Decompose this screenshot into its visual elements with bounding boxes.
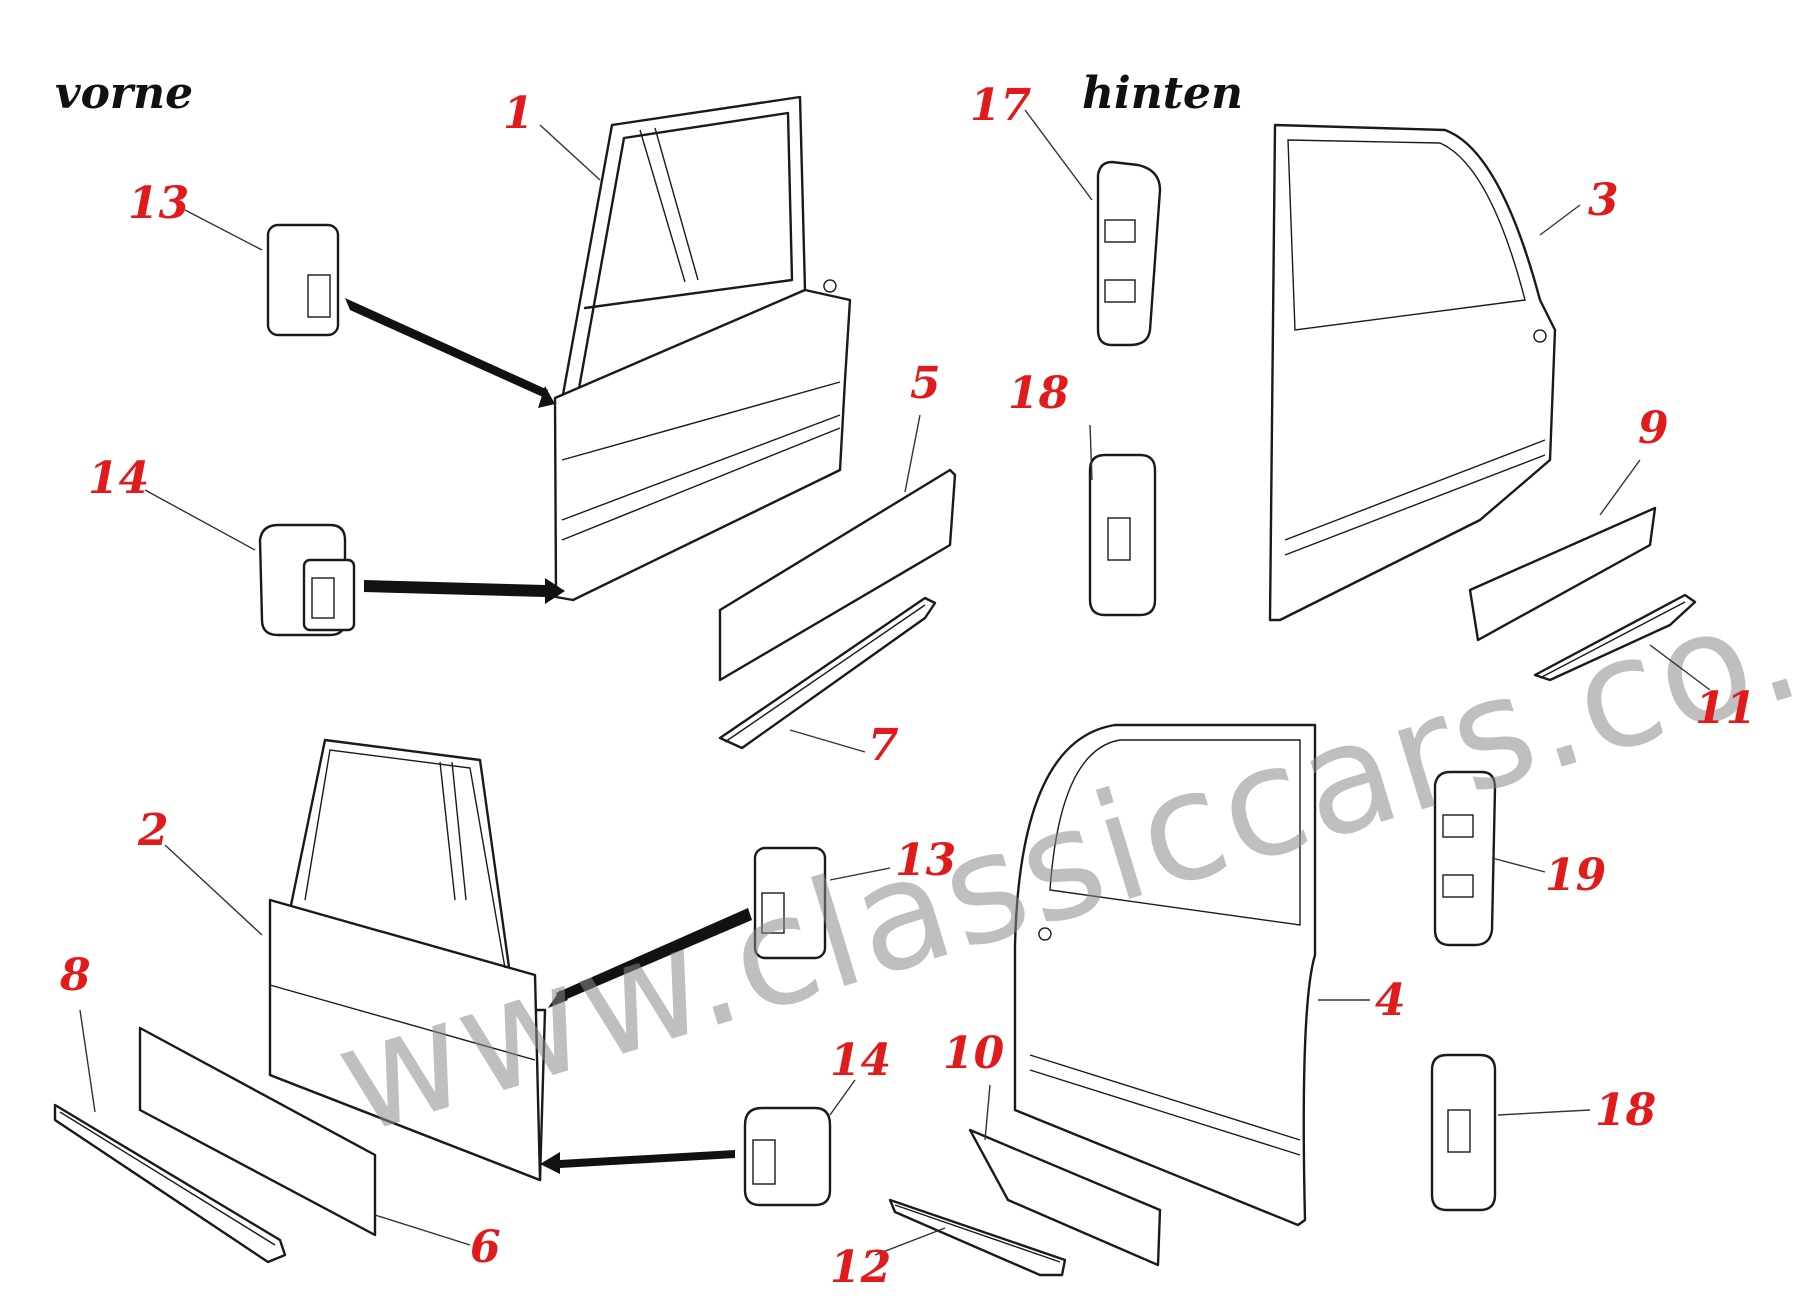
rear-upper-hinge-19 bbox=[1433, 770, 1497, 947]
rear-section-title: hinten bbox=[1082, 68, 1243, 119]
left-sill-strip bbox=[53, 1103, 287, 1264]
callout-12: 12 bbox=[830, 1242, 891, 1293]
callout-14-front-lower: 14 bbox=[830, 1035, 891, 1086]
callout-14-front-upper: 14 bbox=[88, 453, 149, 504]
front-left-door-shell bbox=[553, 95, 852, 602]
front-section-title: vorne bbox=[55, 68, 193, 119]
front-sill-strip bbox=[718, 596, 937, 750]
rear-left-door-shell bbox=[1268, 123, 1557, 622]
callout-13-front-upper: 13 bbox=[128, 178, 189, 229]
callout-19: 19 bbox=[1545, 850, 1606, 901]
callout-9: 9 bbox=[1638, 403, 1669, 454]
rear-door-trim-panel-right-lower bbox=[968, 1128, 1162, 1267]
callout-3: 3 bbox=[1588, 175, 1619, 226]
rear-door-trim-panel-right-upper bbox=[1468, 506, 1657, 642]
front-door-trim-panel bbox=[718, 468, 957, 682]
rear-lower-hinge-18-upper bbox=[1088, 453, 1157, 617]
front-right-door-shell bbox=[268, 738, 547, 1182]
rear-upper-hinge-17 bbox=[1096, 160, 1162, 347]
rear-sill-strip-upper bbox=[1533, 593, 1697, 682]
callout-7: 7 bbox=[868, 720, 899, 771]
leader-lines bbox=[79, 109, 1711, 1256]
callout-2: 2 bbox=[137, 805, 169, 856]
callout-11: 11 bbox=[1695, 683, 1756, 734]
rear-lower-hinge-left bbox=[540, 1106, 832, 1207]
rear-lower-hinge-18-lower bbox=[1430, 1053, 1497, 1212]
callout-5: 5 bbox=[910, 358, 941, 409]
rear-door-trim-panel-left bbox=[138, 1026, 377, 1237]
callout-10: 10 bbox=[943, 1028, 1005, 1079]
front-upper-hinge bbox=[266, 223, 555, 408]
front-lower-hinge bbox=[258, 523, 565, 637]
rear-right-door-shell bbox=[1013, 723, 1317, 1227]
callout-8: 8 bbox=[59, 950, 91, 1001]
callout-13-front-lower: 13 bbox=[895, 835, 956, 886]
callout-18-rear-lower: 18 bbox=[1595, 1085, 1656, 1136]
callout-6: 6 bbox=[470, 1222, 501, 1273]
rear-sill-strip-lower bbox=[888, 1198, 1067, 1277]
callout-18-rear-upper: 18 bbox=[1008, 368, 1069, 419]
callout-4: 4 bbox=[1375, 975, 1406, 1026]
callout-1: 1 bbox=[503, 88, 534, 139]
rear-upper-hinge-left bbox=[548, 846, 827, 1008]
callout-17: 17 bbox=[970, 80, 1032, 131]
